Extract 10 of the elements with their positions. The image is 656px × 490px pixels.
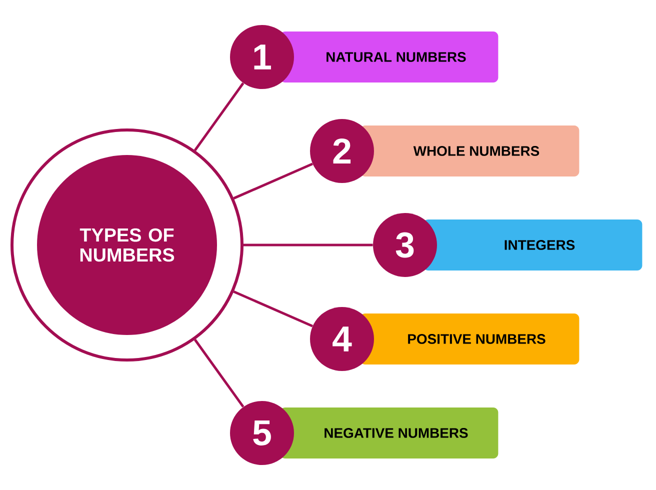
- connector-line: [244, 244, 373, 246]
- label-bar: WHOLE NUMBERS: [360, 125, 580, 176]
- label-bar: NEGATIVE NUMBERS: [280, 407, 498, 458]
- connector-line: [194, 338, 244, 408]
- label-bar: NATURAL NUMBERS: [280, 32, 498, 82]
- label-bar: POSITIVE NUMBERS: [360, 313, 580, 364]
- connector-line: [194, 82, 244, 152]
- connector-line: [233, 290, 313, 328]
- connector-line: [233, 162, 313, 200]
- label-bar: INTEGERS: [423, 219, 642, 270]
